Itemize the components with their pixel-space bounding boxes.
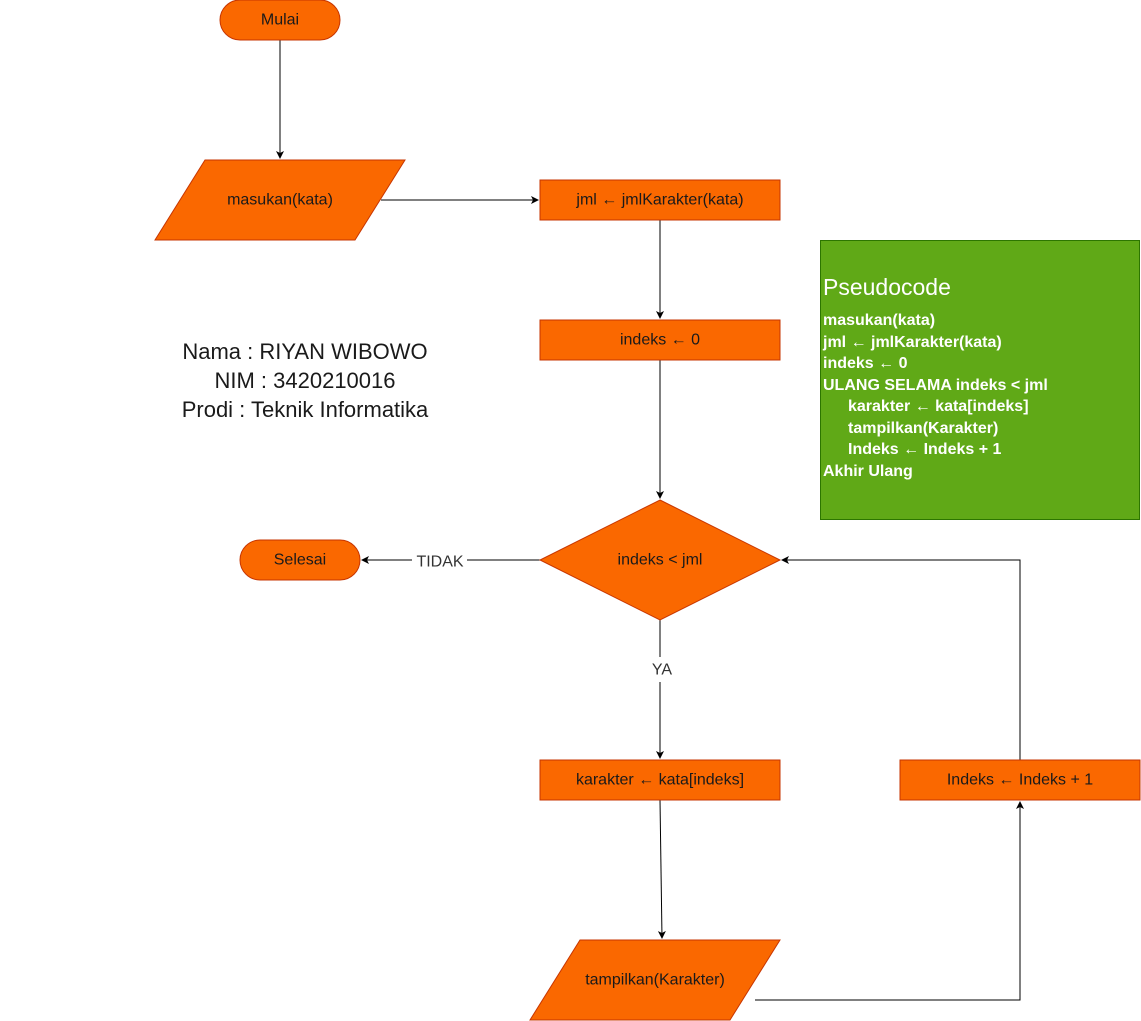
indeks-init-label: indeks ← 0 <box>620 332 700 349</box>
decision-label: indeks < jml <box>618 552 703 569</box>
edge-karakter-to-output <box>657 799 666 939</box>
increment-label: Indeks ← Indeks + 1 <box>947 772 1093 789</box>
pseudocode-line: indeks ← 0 <box>823 355 908 372</box>
edge-increment-to-decision <box>781 556 1021 760</box>
input-label: masukan(kata) <box>227 192 333 209</box>
pseudocode-line: Akhir Ulang <box>823 462 913 480</box>
pseudocode-line: jml ← jmlKarakter(kata) <box>823 333 1002 351</box>
output-parallelogram: tampilkan(Karakter) <box>529 939 781 1021</box>
output-label: tampilkan(Karakter) <box>585 972 725 989</box>
info-nama: Nama : RIYAN WIBOWO <box>182 339 428 364</box>
increment-process: Indeks ← Indeks + 1 <box>899 759 1141 801</box>
pseudocode-line: masukan(kata) <box>823 312 936 329</box>
jml-label: jml ← jmlKarakter(kata) <box>575 192 743 209</box>
pseudocode-box: Pseudocode masukan(kata) jml ← jmlKarakt… <box>820 240 1140 520</box>
edge-label-ya: YA <box>652 662 672 679</box>
end-label: Selesai <box>274 552 326 569</box>
pseudocode-line: Indeks ← Indeks + 1 <box>848 441 1002 458</box>
edge-label-tidak: TIDAK <box>416 554 463 571</box>
info-prodi: Prodi : Teknik Informatika <box>181 397 429 422</box>
karakter-label: karakter ← kata[indeks] <box>576 772 744 789</box>
pseudocode-line: tampilkan(Karakter) <box>848 419 999 437</box>
student-info: Nama : RIYAN WIBOWO NIM : 3420210016 Pro… <box>150 337 460 424</box>
input-parallelogram: masukan(kata) <box>154 159 406 241</box>
pseudocode-title: Pseudocode <box>823 274 951 300</box>
start-terminator: Mulai <box>219 0 341 41</box>
pseudocode-line: karakter ← kata[indeks] <box>848 398 1029 415</box>
edges <box>276 40 1024 1001</box>
edge-output-to-increment <box>755 801 1024 1001</box>
pseudocode-line: ULANG SELAMA indeks < jml <box>823 376 1048 394</box>
karakter-process: karakter ← kata[indeks] <box>539 759 781 801</box>
info-nim: NIM : 3420210016 <box>214 368 396 393</box>
start-label: Mulai <box>261 12 299 29</box>
jml-process: jml ← jmlKarakter(kata) <box>539 179 781 221</box>
decision-diamond: indeks < jml <box>538 499 782 621</box>
indeks-init-process: indeks ← 0 <box>539 319 781 361</box>
end-terminator: Selesai <box>239 539 361 581</box>
